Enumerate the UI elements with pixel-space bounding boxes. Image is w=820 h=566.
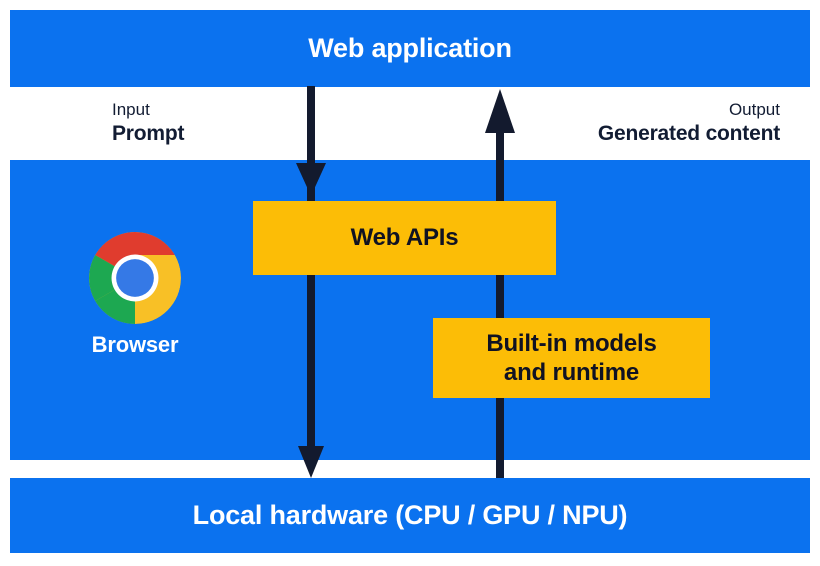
- input-flow-label: Input Prompt: [112, 100, 185, 146]
- browser-label: Browser: [91, 332, 179, 357]
- box-web-apis-label: Web APIs: [350, 224, 459, 252]
- band-local-hardware: Local hardware (CPU / GPU / NPU): [10, 478, 810, 553]
- chrome-logo-icon: [89, 232, 181, 324]
- box-built-in-models: Built-in models and runtime: [433, 318, 710, 398]
- band-local-hardware-label: Local hardware (CPU / GPU / NPU): [192, 500, 628, 530]
- output-value: Generated content: [597, 121, 780, 145]
- band-web-application: Web application: [10, 10, 810, 87]
- arrow-down-icon: [296, 86, 326, 478]
- box-built-in-models-label: Built-in models and runtime: [486, 329, 657, 386]
- box-web-apis: Web APIs: [253, 201, 556, 275]
- input-value: Prompt: [112, 121, 185, 145]
- arrow-up-icon: [485, 89, 515, 478]
- output-flow-label: Output Generated content: [598, 100, 780, 146]
- output-kicker: Output: [728, 100, 780, 119]
- browser-group: Browser: [60, 232, 210, 356]
- input-kicker: Input: [112, 100, 150, 119]
- band-web-application-label: Web application: [308, 33, 512, 63]
